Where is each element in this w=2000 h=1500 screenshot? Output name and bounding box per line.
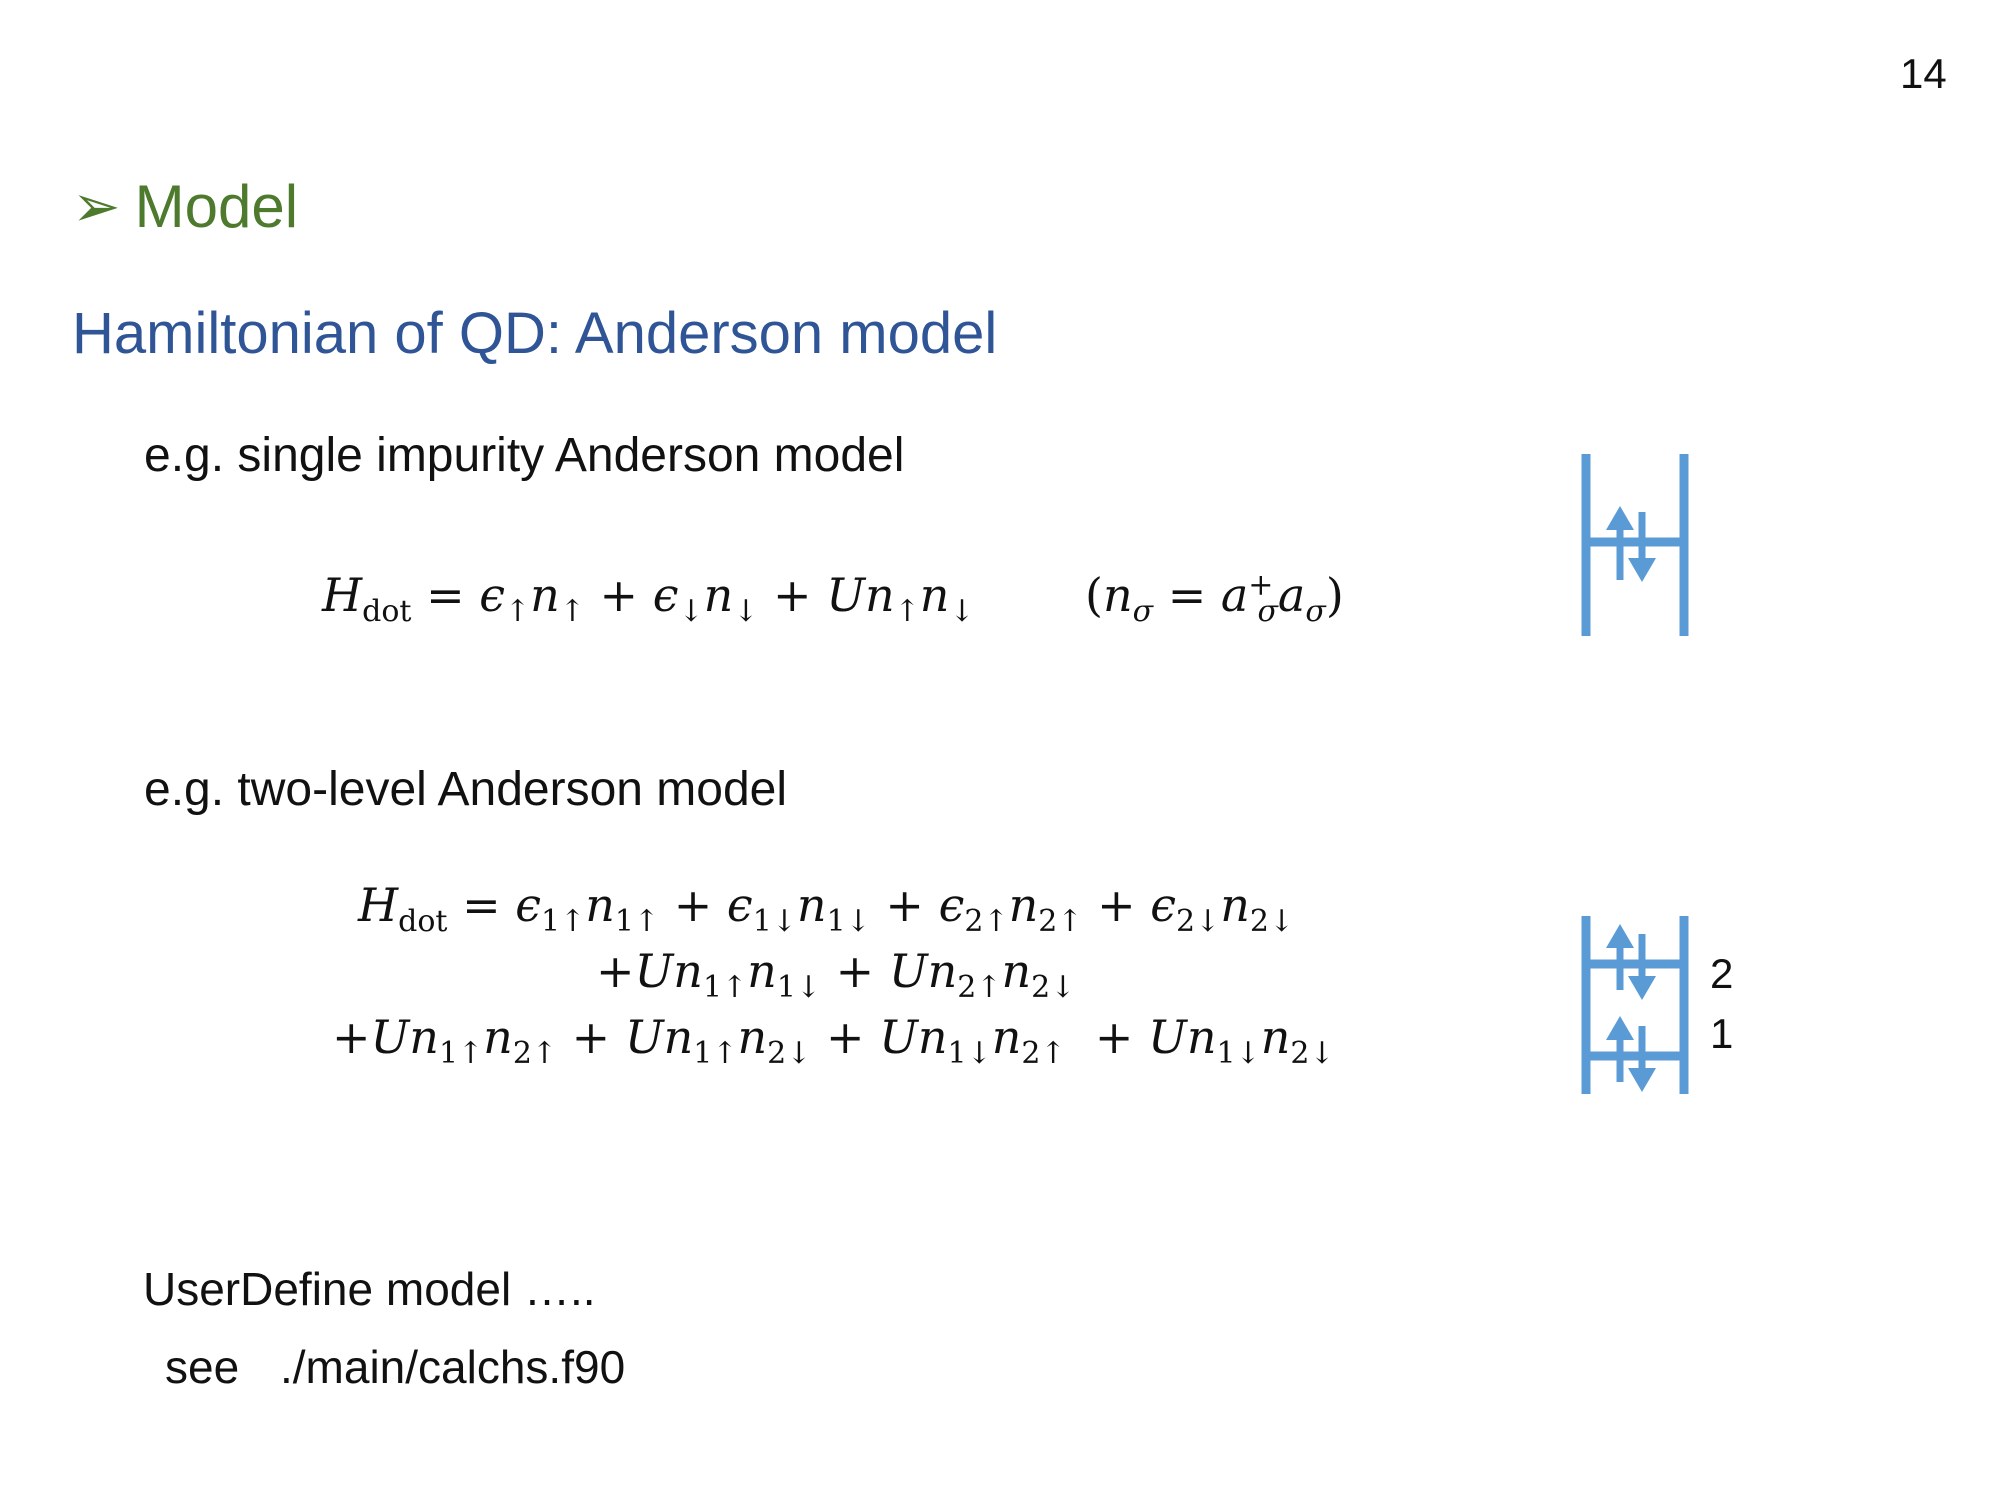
single-level-diagram [1581, 454, 1689, 636]
equation-line-3: +Un1↑n2↑ + Un1↑n2↓ + Un1↓n2↑ + Un1↓n2↓ [332, 1010, 1335, 1072]
spin-down-arrow-icon [1628, 558, 1656, 582]
level-1-spin-down-arrow-icon [1628, 1068, 1656, 1092]
number-operator-definition: (nσ = a+σaσ) [1085, 567, 1344, 630]
section-heading: ➢ Model [72, 172, 298, 241]
equation-line-1: Hdot = ϵ1↑n1↑ + ϵ1↓n1↓ + ϵ2↑n2↑ + ϵ2↓n2↓ [358, 878, 1295, 940]
single-hamiltonian-equation: Hdot = ϵ↑n↑ + ϵ↓n↓ + Un↑n↓ [322, 568, 975, 630]
page-number: 14 [1900, 50, 1947, 97]
spin-up-arrow-icon [1606, 506, 1634, 530]
level-2-label: 2 [1710, 950, 1734, 997]
arrow-bullet-icon: ➢ [72, 173, 121, 239]
user-define-text: UserDefine model ….. [143, 1263, 596, 1315]
see-label: see [165, 1341, 240, 1393]
equation-line-2: +Un1↑n1↓ + Un2↑n2↓ [596, 944, 1076, 1006]
slide-subtitle: Hamiltonian of QD: Anderson model [72, 301, 998, 366]
source-file-path: ./main/calchs.f90 [280, 1341, 626, 1393]
two-level-diagram [1581, 916, 1689, 1094]
level-2-spin-down-arrow-icon [1628, 976, 1656, 1000]
two-level-label: e.g. two-level Anderson model [144, 763, 788, 816]
level-2-spin-up-arrow-icon [1606, 924, 1634, 948]
section-title: Model [134, 173, 299, 240]
level-1-label: 1 [1710, 1010, 1734, 1057]
single-impurity-label: e.g. single impurity Anderson model [144, 429, 905, 482]
level-1-spin-up-arrow-icon [1606, 1016, 1634, 1040]
